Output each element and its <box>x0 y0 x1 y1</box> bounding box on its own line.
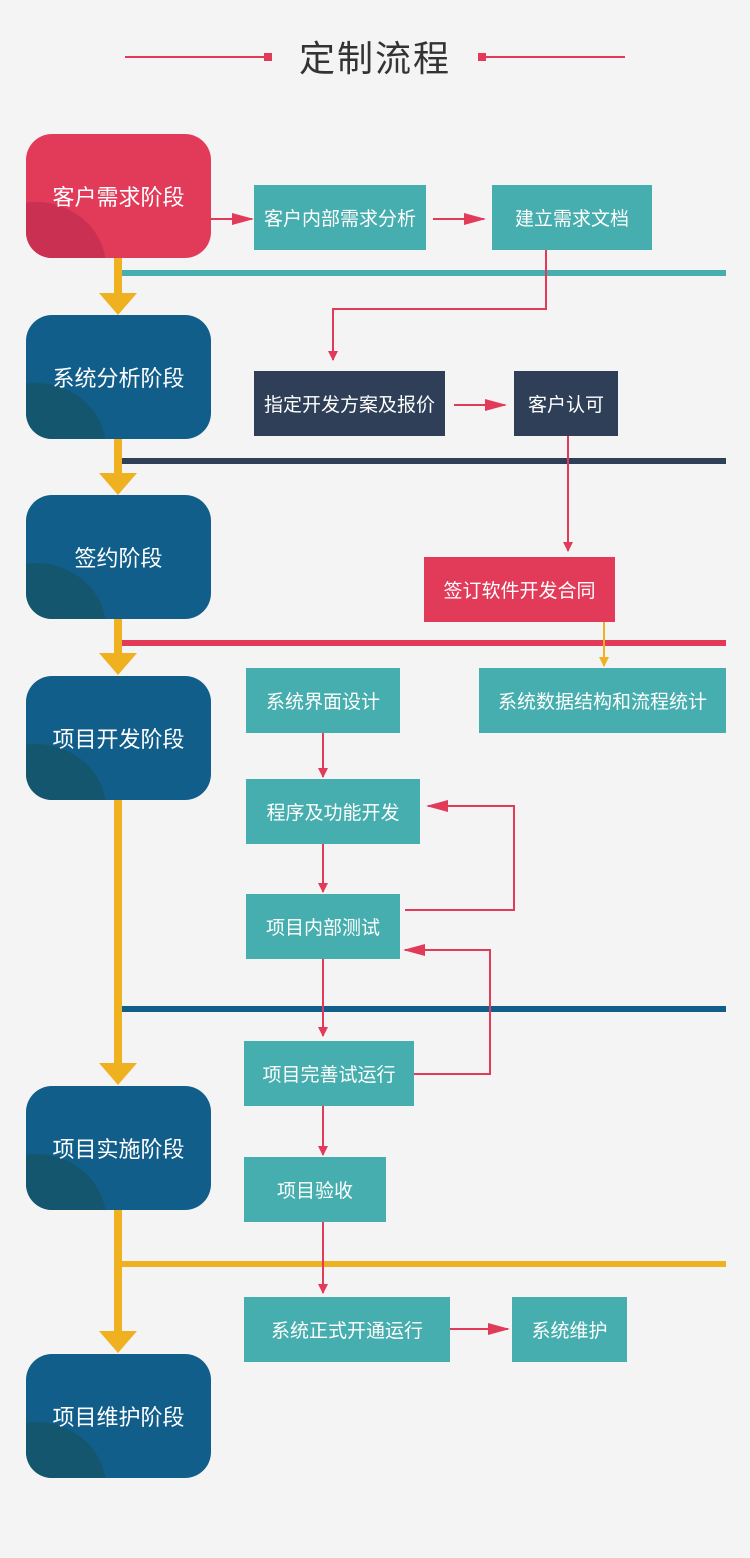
stage-label: 系统分析阶段 <box>52 367 185 392</box>
step-acceptance: 项目验收 <box>244 1157 386 1222</box>
stage-arrow-2 <box>99 438 137 495</box>
step-program-dev: 程序及功能开发 <box>246 779 420 844</box>
separator-line-3 <box>122 640 726 646</box>
stage-arrow-3 <box>99 618 137 675</box>
title-square-left <box>264 53 272 61</box>
stage-development: 项目开发阶段 <box>26 676 211 800</box>
step-client-approval: 客户认可 <box>514 371 618 436</box>
stage-maintenance: 项目维护阶段 <box>26 1354 211 1478</box>
separator-line-4 <box>117 1006 726 1012</box>
step-requirement-analysis: 客户内部需求分析 <box>254 185 426 250</box>
page-title: 定制流程 <box>298 39 451 80</box>
step-requirement-doc: 建立需求文档 <box>492 185 652 250</box>
stage-label: 签约阶段 <box>74 547 163 572</box>
stage-implementation: 项目实施阶段 <box>26 1086 211 1210</box>
stage-label: 客户需求阶段 <box>52 186 185 211</box>
stage-system-analysis: 系统分析阶段 <box>26 315 211 439</box>
step-maintenance: 系统维护 <box>512 1297 627 1362</box>
step-internal-test: 项目内部测试 <box>246 894 400 959</box>
separator-line-2 <box>122 458 726 464</box>
step-go-live: 系统正式开通运行 <box>244 1297 450 1362</box>
stage-arrow-5 <box>99 1210 137 1353</box>
edge-doc-plan <box>328 250 547 361</box>
edge-test-program <box>405 800 515 911</box>
stage-signing: 签约阶段 <box>26 495 211 619</box>
stage-label: 项目实施阶段 <box>52 1138 185 1163</box>
separator-line-1 <box>122 270 726 276</box>
stage-label: 项目维护阶段 <box>52 1406 185 1431</box>
step-ui-design: 系统界面设计 <box>246 668 400 733</box>
edge-trial-test <box>403 944 491 1075</box>
separator-line-5 <box>117 1261 726 1267</box>
step-sign-contract: 签订软件开发合同 <box>424 557 615 622</box>
stage-arrow-4 <box>99 800 137 1085</box>
stage-arrow-1 <box>99 258 137 315</box>
step-data-structure: 系统数据结构和流程统计 <box>479 668 726 733</box>
stage-label: 项目开发阶段 <box>52 728 185 753</box>
step-plan-quote: 指定开发方案及报价 <box>254 371 445 436</box>
step-trial-run: 项目完善试运行 <box>244 1041 414 1106</box>
stage-customer-requirement: 客户需求阶段 <box>26 134 211 258</box>
